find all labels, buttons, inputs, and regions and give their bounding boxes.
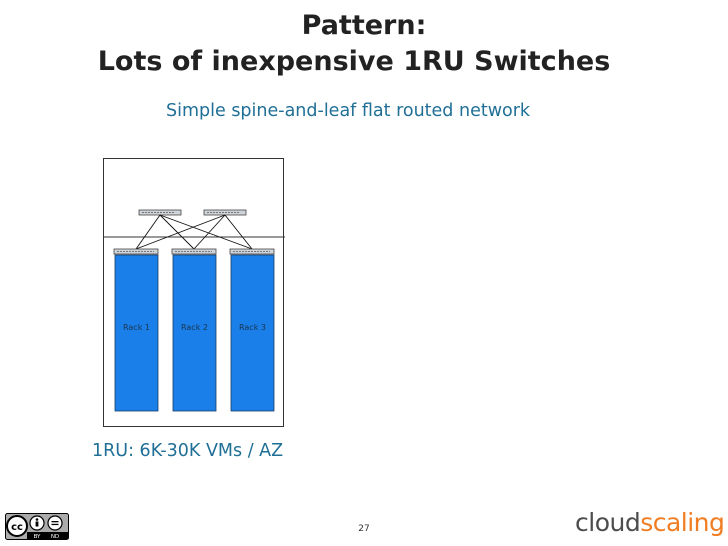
network-diagram: Rack 1 Rack 2 Rack 3: [103, 158, 285, 427]
license-by-label: BY: [34, 534, 41, 540]
spine-leaf-links: [135, 214, 253, 250]
no-derivatives-icon: [47, 515, 63, 531]
leaf-switch: [229, 248, 275, 255]
title-line-1: Pattern:: [301, 10, 427, 41]
cloudscaling-logo: cloudscaling: [575, 508, 725, 538]
page-number: 27: [358, 524, 370, 534]
capacity-caption: 1RU: 6K-30K VMs / AZ: [92, 441, 284, 461]
rack-1: Rack 1: [114, 254, 159, 412]
rack-label: Rack 2: [181, 323, 208, 332]
rack-label: Rack 3: [239, 323, 266, 332]
slide-title: Pattern: Lots of inexpensive 1RU Switche…: [0, 8, 728, 80]
logo-part-cloud: cloud: [575, 508, 641, 537]
svg-text:cc: cc: [11, 522, 23, 533]
spine-switch: [138, 209, 182, 216]
leaf-switch: [113, 248, 159, 255]
creative-commons-icon[interactable]: cc BY ND: [5, 513, 69, 540]
rack-2: Rack 2: [172, 254, 217, 412]
title-line-2: Lots of inexpensive 1RU Switches: [97, 46, 611, 77]
logo-part-scaling: scaling: [640, 508, 725, 537]
spine-switch: [203, 209, 247, 216]
rack-label: Rack 1: [123, 323, 150, 332]
rack-3: Rack 3: [230, 254, 275, 412]
spine-leaf-diagram: Rack 1 Rack 2 Rack 3: [104, 209, 285, 412]
leaf-switch: [171, 248, 217, 255]
license-nd-label: ND: [51, 534, 59, 540]
slide-subtitle: Simple spine-and-leaf flat routed networ…: [166, 101, 531, 121]
